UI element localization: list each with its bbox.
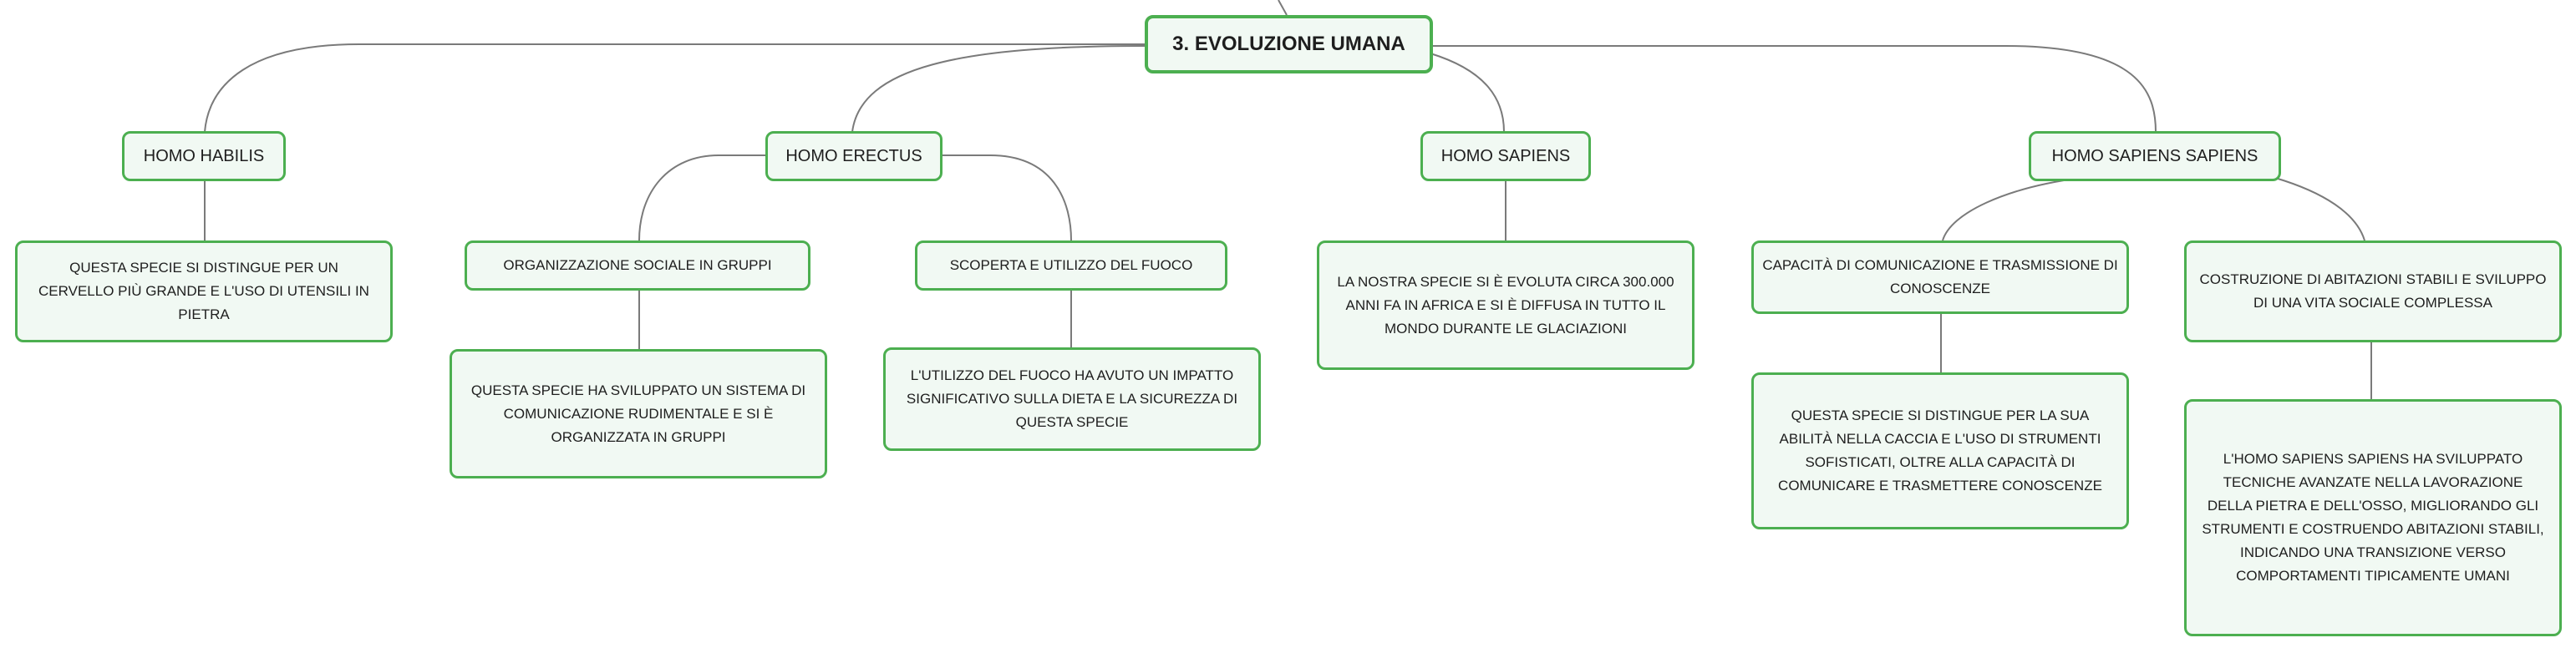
link-root-habilis bbox=[204, 43, 1145, 133]
node-sapsap-dwellings[interactable]: Costruzione di abitazioni stabili e svil… bbox=[2184, 240, 2562, 342]
node-label: Homo Habilis bbox=[143, 146, 265, 165]
node-sapsap-dwellings-detail[interactable]: L'Homo Sapiens Sapiens ha sviluppato tec… bbox=[2184, 399, 2562, 636]
node-label: Homo Erectus bbox=[785, 146, 922, 165]
node-label: Costruzione di abitazioni stabili e svil… bbox=[2199, 271, 2547, 311]
node-sapsap-communication[interactable]: Capacità di comunicazione e trasmissione… bbox=[1751, 240, 2129, 314]
node-label: Organizzazione sociale in gruppi bbox=[503, 257, 772, 273]
link-sapsap-dwellings bbox=[2274, 177, 2365, 241]
node-erectus-social[interactable]: Organizzazione sociale in gruppi bbox=[465, 240, 810, 291]
link-root-erectus bbox=[851, 45, 1146, 133]
link-erectus-social bbox=[638, 154, 767, 241]
node-label: Homo Sapiens Sapiens bbox=[2051, 146, 2258, 165]
node-homo-erectus[interactable]: Homo Erectus bbox=[765, 131, 943, 181]
root-node[interactable]: 3. Evoluzione umana bbox=[1145, 15, 1433, 73]
node-sapsap-communication-detail[interactable]: Questa specie si distingue per la sua ab… bbox=[1751, 372, 2129, 529]
node-text: L'Homo Sapiens Sapiens ha sviluppato tec… bbox=[2202, 451, 2544, 584]
node-label: Capacità di comunicazione e trasmissione… bbox=[1762, 257, 2118, 296]
node-homo-habilis[interactable]: Homo Habilis bbox=[122, 131, 286, 181]
node-label: Homo Sapiens bbox=[1440, 146, 1571, 165]
link-sapsap-communication bbox=[1942, 177, 2081, 241]
node-sapiens-detail[interactable]: La nostra specie si è evoluta circa 300.… bbox=[1317, 240, 1694, 370]
node-erectus-social-detail[interactable]: Questa specie ha sviluppato un sistema d… bbox=[450, 349, 827, 478]
node-erectus-fire-detail[interactable]: L'utilizzo del fuoco ha avuto un impatto… bbox=[883, 347, 1261, 451]
node-text: Questa specie si distingue per la sua ab… bbox=[1778, 407, 2102, 494]
node-text: La nostra specie si è evoluta circa 300.… bbox=[1337, 273, 1674, 337]
link-root-sapsap bbox=[1430, 45, 2157, 133]
node-text: Questa specie si distingue per un cervel… bbox=[38, 260, 369, 322]
node-label: Scoperta e utilizzo del fuoco bbox=[949, 257, 1193, 273]
root-incoming-line bbox=[1278, 0, 1288, 16]
link-root-sapiens bbox=[1430, 53, 1505, 133]
node-text: Questa specie ha sviluppato un sistema d… bbox=[470, 382, 806, 445]
root-label: 3. Evoluzione umana bbox=[1172, 33, 1405, 55]
link-erectus-fire bbox=[943, 154, 1072, 241]
node-homo-sapiens-sapiens[interactable]: Homo Sapiens Sapiens bbox=[2029, 131, 2281, 181]
node-habilis-detail[interactable]: Questa specie si distingue per un cervel… bbox=[15, 240, 393, 342]
node-text: L'utilizzo del fuoco ha avuto un impatto… bbox=[906, 367, 1238, 430]
node-homo-sapiens[interactable]: Homo Sapiens bbox=[1420, 131, 1591, 181]
node-erectus-fire[interactable]: Scoperta e utilizzo del fuoco bbox=[915, 240, 1227, 291]
